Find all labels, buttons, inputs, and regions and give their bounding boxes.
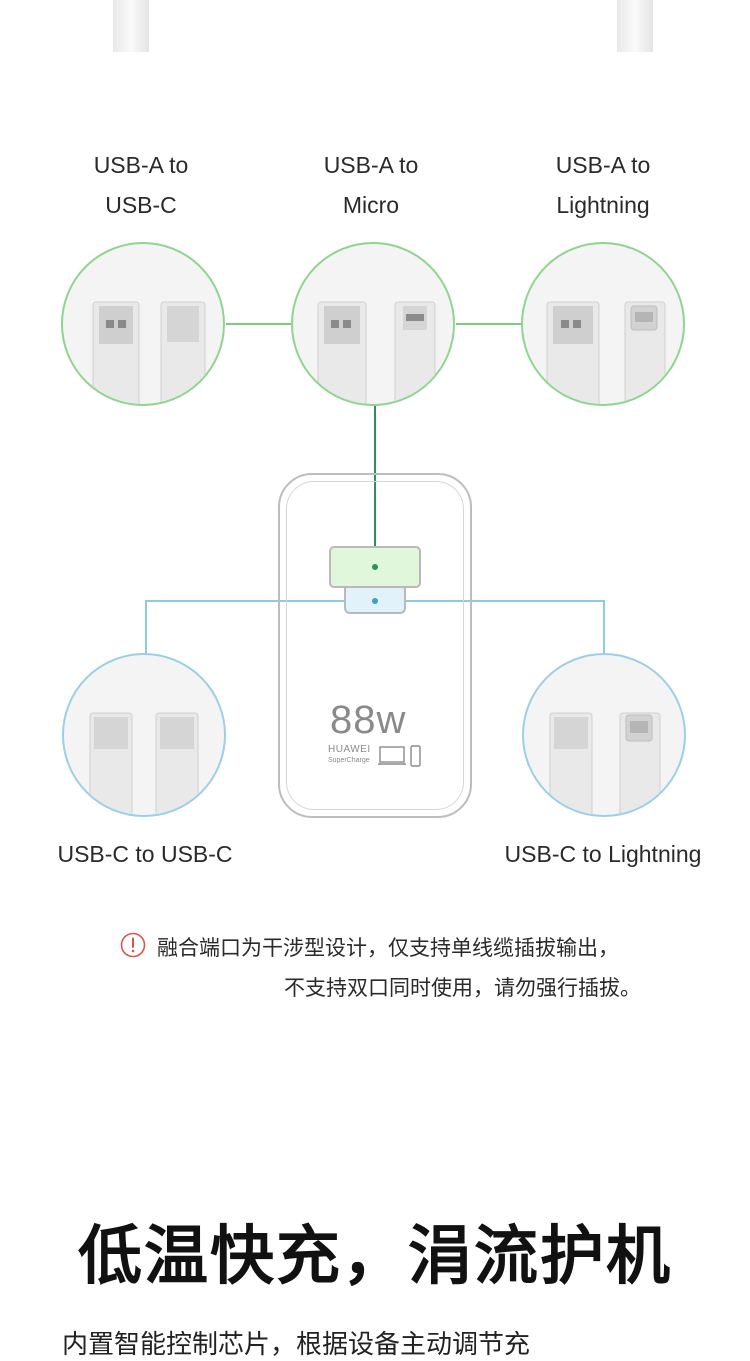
cable-circle-usb-a-to-lightning: [521, 242, 685, 406]
label-usb-a-to-lightning: USB-A to Lightning: [555, 152, 651, 218]
charger-body: [278, 473, 472, 818]
usb-a-and-usb-c-plugs-icon: [92, 301, 206, 404]
blue-port-dot: [372, 598, 378, 604]
charger-inner-outline: [286, 481, 464, 810]
usb-a-and-micro-usb-plugs-icon: [317, 301, 436, 404]
cable-circle-usb-a-to-micro: [291, 242, 455, 406]
laptop-phone-icon: [378, 745, 421, 767]
charger-tagline: SuperCharge: [328, 757, 370, 764]
section-heading: 低温快充，涓流护机: [78, 1220, 672, 1292]
green-port-dot: [372, 564, 378, 570]
warning-circle-icon: [120, 932, 146, 958]
section-body: 内置智能控制芯片，根据设备主动调节充: [62, 1329, 531, 1359]
note-line-1: 融合端口为干涉型设计，仅支持单线缆插拔输出，: [157, 937, 619, 960]
label-usb-c-to-usb-c: USB-C to USB-C: [57, 841, 233, 867]
charger-brand: HUAWEI: [328, 744, 371, 755]
label-usb-a-to-micro: USB-A to Micro: [323, 152, 419, 218]
charger-wattage: 88w: [330, 698, 407, 742]
cable-circle-usb-c-to-usb-c: [62, 653, 226, 817]
usb-c-plugs-icon: [89, 712, 199, 815]
cable-circle-usb-a-to-usb-c: [61, 242, 225, 406]
label-usb-c-to-lightning: USB-C to Lightning: [504, 841, 702, 867]
label-usb-a-to-usb-c: USB-A to USB-C: [93, 152, 189, 218]
usb-a-and-lightning-plugs-icon: [546, 301, 666, 404]
usb-c-and-lightning-plugs-icon: [549, 712, 661, 815]
cable-circle-usb-c-to-lightning: [522, 653, 686, 817]
note-line-2: 不支持双口同时使用，请勿强行插拔。: [284, 977, 641, 1000]
top-cable-left: [113, 0, 149, 52]
top-cable-right: [617, 0, 653, 52]
